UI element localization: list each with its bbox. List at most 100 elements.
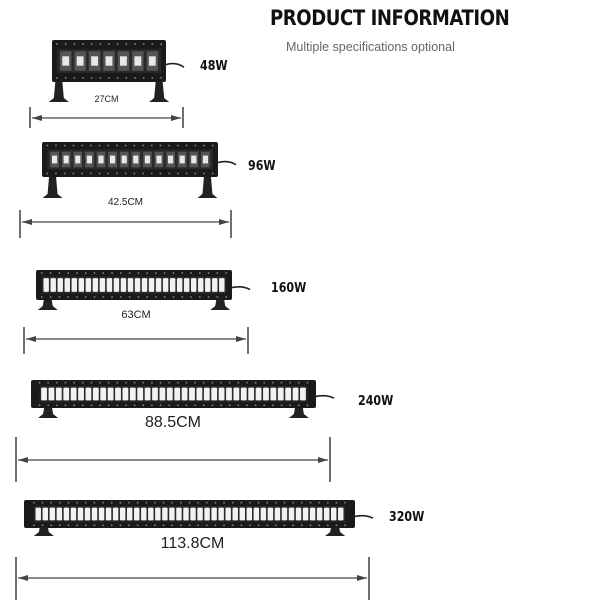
- power-cable: [352, 514, 374, 519]
- screw: [58, 296, 61, 298]
- led-cell: [85, 278, 92, 292]
- screw: [116, 43, 119, 46]
- screw: [228, 381, 231, 384]
- screw: [133, 404, 136, 407]
- led-cell: [331, 507, 337, 521]
- length-label: 63CM: [121, 309, 151, 321]
- screw: [154, 501, 156, 504]
- screw: [318, 501, 321, 504]
- screw: [280, 404, 283, 407]
- wattage-label: 240W: [358, 394, 394, 409]
- screw: [89, 144, 92, 147]
- led-cell: [115, 387, 121, 401]
- screw: [40, 296, 43, 298]
- screw: [275, 501, 277, 504]
- arrow-right-icon: [357, 575, 367, 581]
- led-cell: [162, 507, 168, 521]
- screw: [50, 501, 53, 504]
- screw: [225, 272, 228, 274]
- screw: [47, 404, 50, 407]
- screw: [275, 524, 277, 527]
- screw: [72, 172, 75, 175]
- screw: [84, 524, 87, 527]
- screw: [63, 172, 66, 175]
- screw: [207, 272, 210, 274]
- screw: [188, 524, 191, 527]
- arrow-left-icon: [26, 336, 36, 342]
- led-cell: [106, 278, 113, 292]
- right-bracket: [197, 171, 218, 198]
- screw: [214, 501, 217, 504]
- screw: [292, 524, 295, 527]
- led-cell: [63, 507, 70, 521]
- led-chip: [156, 155, 162, 164]
- screw: [111, 272, 113, 274]
- screw: [223, 524, 225, 527]
- led-chip: [133, 155, 139, 164]
- screw: [176, 381, 179, 384]
- led-cell: [190, 278, 197, 292]
- screw: [90, 381, 93, 384]
- screw: [168, 144, 171, 147]
- led-cell: [205, 278, 211, 292]
- screw: [102, 501, 104, 504]
- screw: [194, 144, 197, 147]
- led-cell: [162, 278, 169, 292]
- screw: [155, 296, 157, 298]
- led-chip: [202, 155, 208, 164]
- screw: [202, 404, 205, 407]
- screw: [136, 501, 139, 504]
- screw: [306, 404, 309, 407]
- led-cell: [169, 278, 176, 292]
- left-bracket: [37, 294, 58, 310]
- led-cell: [98, 507, 105, 521]
- screw: [162, 524, 165, 527]
- screw: [64, 404, 67, 407]
- led-chip: [86, 155, 92, 164]
- screw: [90, 404, 93, 407]
- led-cell: [42, 507, 48, 521]
- led-cell: [57, 278, 63, 292]
- screw: [150, 404, 153, 407]
- screw: [172, 272, 175, 274]
- arrow-left-icon: [18, 575, 28, 581]
- screw: [125, 43, 128, 46]
- screw: [198, 296, 201, 298]
- led-cell: [48, 387, 55, 401]
- screw: [228, 404, 231, 407]
- led-cell: [50, 278, 56, 292]
- screw: [124, 144, 127, 147]
- screw: [145, 524, 148, 527]
- screw: [133, 144, 136, 147]
- led-cell: [183, 278, 190, 292]
- screw: [246, 381, 248, 384]
- screw: [33, 524, 35, 527]
- led-cell: [112, 507, 119, 521]
- led-cell: [137, 387, 144, 401]
- led-cell: [134, 507, 140, 521]
- screw: [64, 381, 67, 384]
- page-subtitle: Multiple specifications optional: [286, 40, 455, 54]
- screw: [188, 501, 191, 504]
- screw: [150, 381, 153, 384]
- led-cell: [41, 387, 47, 401]
- screw: [163, 296, 166, 298]
- screw: [168, 172, 171, 175]
- screw: [84, 501, 87, 504]
- screw: [194, 404, 197, 407]
- screw: [67, 524, 70, 527]
- led-chip: [98, 155, 104, 164]
- screw: [225, 296, 228, 298]
- screw: [297, 404, 300, 407]
- led-cell: [35, 507, 41, 521]
- screw: [128, 296, 131, 298]
- led-cell: [253, 507, 260, 521]
- screw: [38, 404, 41, 407]
- led-cell: [196, 387, 203, 401]
- screw: [102, 524, 104, 527]
- screw: [142, 76, 145, 79]
- led-cell: [77, 507, 84, 521]
- screw: [179, 524, 182, 527]
- screw: [116, 76, 119, 79]
